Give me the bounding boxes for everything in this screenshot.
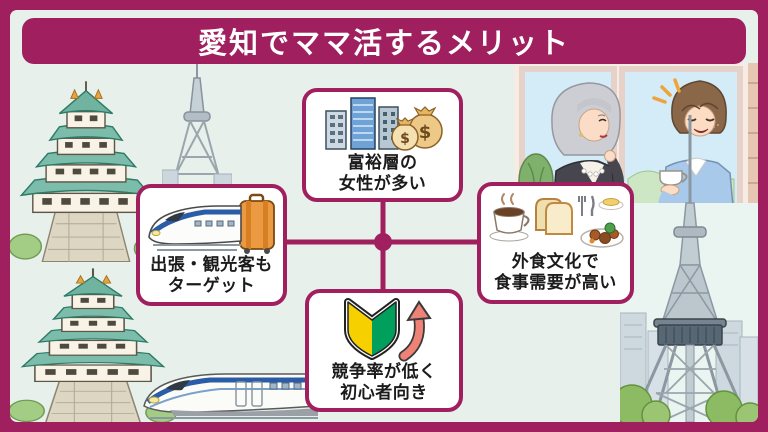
infographic-canvas: 愛知でママ活するメリット $ $: [10, 10, 758, 422]
benefit-label: 富裕層の 女性が多い: [338, 153, 427, 193]
coffee-toast-and-meal-icon: [489, 193, 624, 249]
benefit-box-travelers: 出張・観光客も ターゲット: [136, 184, 287, 306]
shinkansen-train-illustration: [143, 373, 318, 419]
benefit-label: 外食文化で 食事需要が高い: [494, 252, 617, 292]
page-title: 愛知でママ活するメリット: [197, 28, 570, 60]
benefit-box-beginners: 競争率が低く 初心者向き: [305, 289, 463, 412]
tv-tower-small-illustration: [162, 62, 232, 192]
benefit-label: 競争率が低く 初心者向き: [331, 361, 437, 402]
shinkansen-and-suitcase-icon: [147, 194, 275, 255]
benefit-box-wealthy-women: $ $ 富裕層の 女性が多い: [302, 88, 463, 202]
svg-text:$: $: [400, 131, 410, 147]
beginner-mark-and-rising-arrow-icon: [344, 297, 432, 362]
city-buildings-and-money-bags-icon: $ $: [324, 97, 443, 152]
benefit-box-dining: 外食文化で 食事需要が高い: [477, 182, 634, 304]
svg-text:$: $: [418, 122, 431, 143]
benefit-label: 出張・観光客も ターゲット: [150, 255, 273, 295]
title-banner: 愛知でママ活するメリット: [22, 18, 746, 64]
nagoya-tv-tower-illustration: [620, 115, 758, 422]
